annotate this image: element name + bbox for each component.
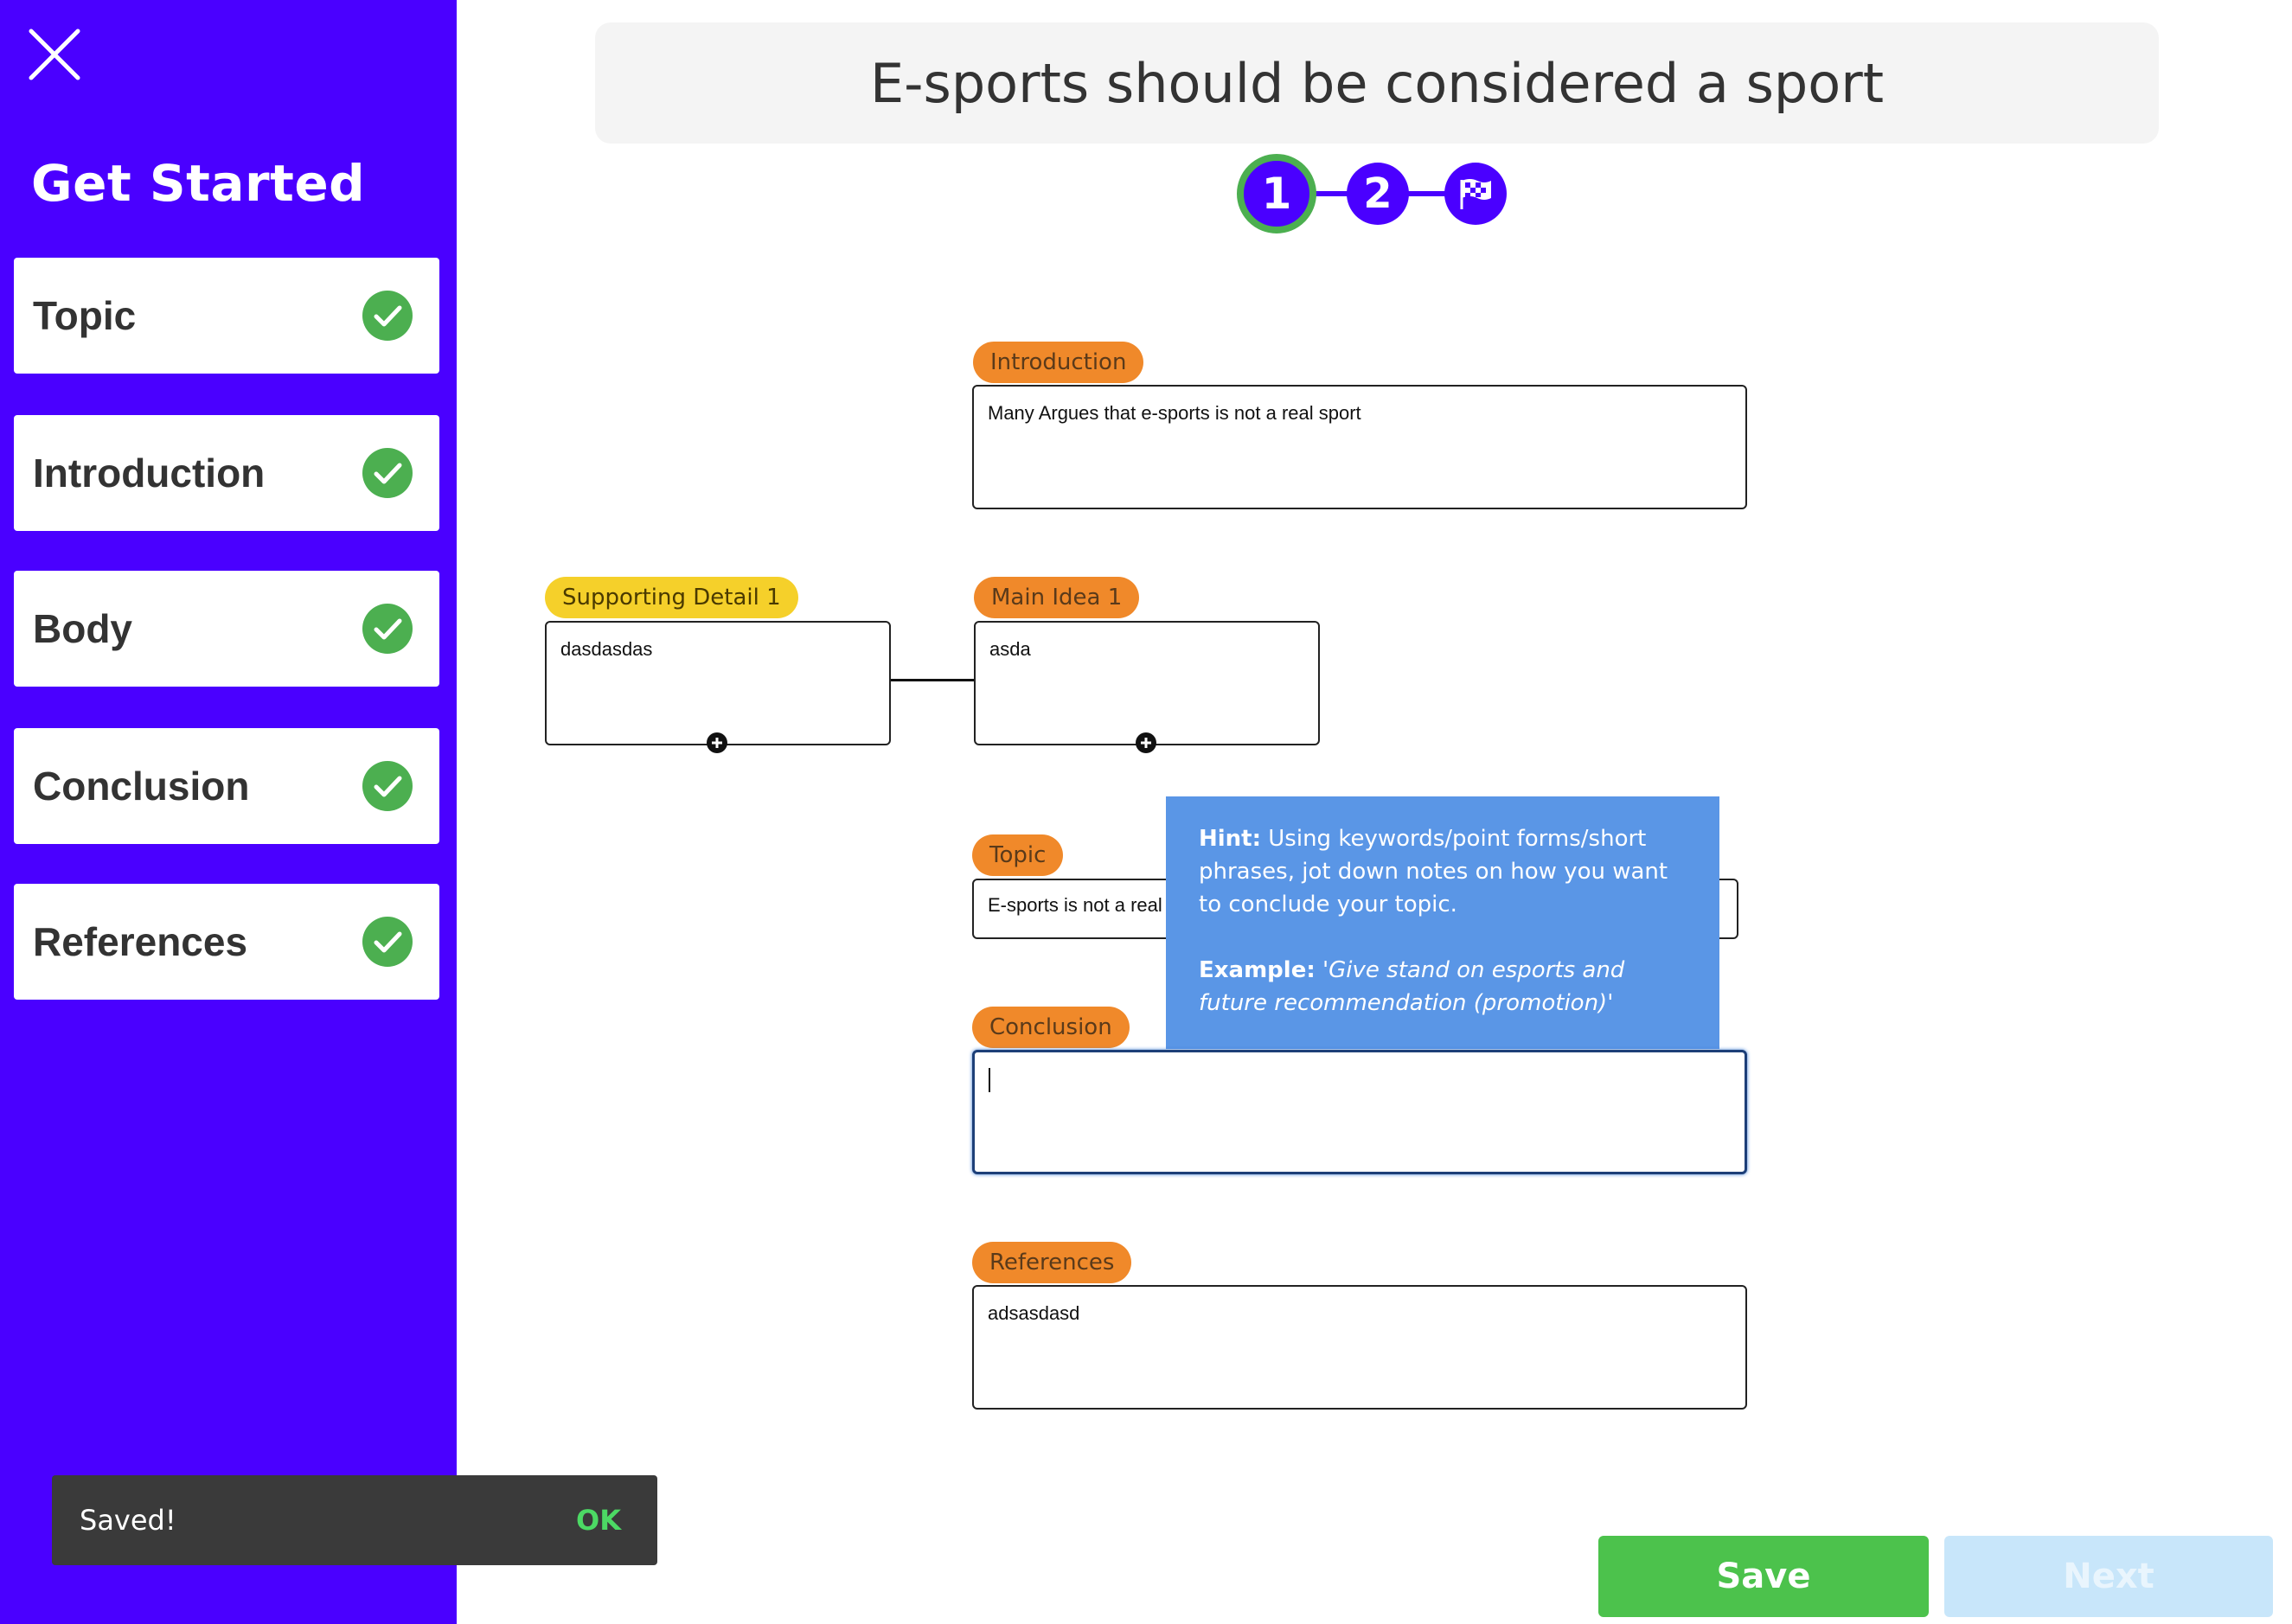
references-tag: References [972,1242,1132,1283]
save-button[interactable]: Save [1598,1536,1929,1617]
check-circle-icon [362,604,413,654]
sidebar-item-conclusion[interactable]: Conclusion [14,728,439,844]
stepper-connector [1407,191,1447,196]
hint-label: Hint: [1199,826,1262,852]
step-2[interactable]: 2 [1347,163,1409,225]
checkered-flag-icon [1460,179,1491,209]
hint-text: Using keywords/point forms/short phrases… [1199,826,1668,917]
sidebar-item-label: Conclusion [33,764,250,809]
topic-tag: Topic [972,834,1064,876]
progress-stepper: 1 2 [1237,154,1514,233]
hint-paragraph: Hint: Using keywords/point forms/short p… [1199,822,1687,921]
sidebar-item-introduction[interactable]: Introduction [14,415,439,531]
add-node-icon[interactable] [1135,732,1157,754]
step-1[interactable]: 1 [1237,154,1316,233]
saved-toast: Saved! OK [52,1475,657,1565]
conclusion-field[interactable] [972,1050,1747,1174]
step-finish[interactable] [1444,163,1507,225]
main-idea-tag: Main Idea 1 [974,577,1140,618]
check-circle-icon [362,917,413,967]
page-title-bar: E-sports should be considered a sport [595,22,2159,144]
example-paragraph: Example: 'Give stand on esports and futu… [1199,954,1687,1020]
introduction-field[interactable]: Many Argues that e-sports is not a real … [972,385,1747,509]
check-circle-icon [362,448,413,498]
main-idea-field[interactable]: asda [974,621,1320,745]
add-node-icon[interactable] [706,732,728,754]
toast-ok-button[interactable]: OK [576,1504,621,1537]
close-button[interactable] [28,28,83,83]
hint-tooltip: Hint: Using keywords/point forms/short p… [1166,796,1719,1049]
conclusion-tag: Conclusion [972,1007,1130,1048]
supporting-detail-tag: Supporting Detail 1 [545,577,798,618]
page-title: E-sports should be considered a sport [869,51,1885,115]
example-text: 'Give stand on esports and future recomm… [1199,957,1625,1016]
sidebar-item-label: References [33,919,248,964]
introduction-tag: Introduction [973,342,1144,383]
sidebar-item-topic[interactable]: Topic [14,258,439,374]
supporting-detail-field[interactable]: dasdasdas [545,621,891,745]
node-connector [891,679,974,681]
sidebar: Get Started Topic Introduction Body Conc… [0,0,457,1624]
stepper-connector [1315,191,1349,196]
next-button[interactable]: Next [1944,1536,2273,1617]
check-circle-icon [362,291,413,341]
text-caret [989,1068,990,1092]
sidebar-title: Get Started [31,154,366,213]
sidebar-item-label: Topic [33,293,137,338]
check-circle-icon [362,761,413,811]
example-label: Example: [1199,957,1316,983]
sidebar-item-label: Introduction [33,451,266,496]
close-icon [29,29,80,80]
sidebar-item-references[interactable]: References [14,884,439,1000]
sidebar-item-label: Body [33,606,132,651]
toast-message: Saved! [80,1504,176,1537]
references-field[interactable]: adsasdasd [972,1285,1747,1410]
sidebar-item-body[interactable]: Body [14,571,439,687]
